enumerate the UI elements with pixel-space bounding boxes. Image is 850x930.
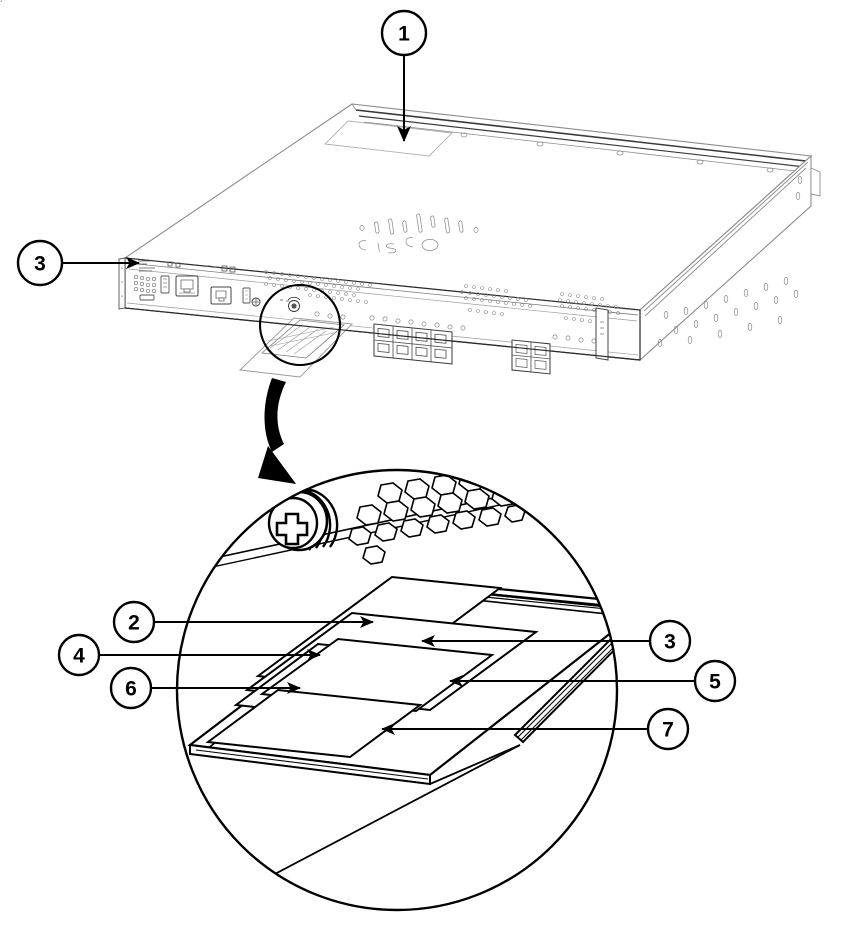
ground-lug-screws bbox=[251, 296, 301, 312]
callout-number-text: 1 bbox=[398, 23, 410, 46]
aux-port bbox=[210, 286, 232, 305]
leader-lines bbox=[62, 55, 695, 735]
callout-number-text: 7 bbox=[662, 719, 674, 742]
rack-mount-ear-right bbox=[595, 307, 609, 361]
label-lower-block bbox=[205, 688, 423, 759]
status-led-cluster bbox=[133, 274, 157, 294]
vent-grille-right bbox=[558, 292, 620, 324]
callout-1-bubble: 1 bbox=[380, 9, 428, 57]
callout-number-text: 3 bbox=[34, 253, 46, 276]
console-usb-ports bbox=[139, 275, 170, 301]
captive-thumbscrew[interactable] bbox=[267, 487, 339, 552]
top-cover-label-outline bbox=[324, 120, 453, 157]
callout-circle bbox=[648, 619, 692, 663]
chassis-top-cover bbox=[123, 103, 813, 311]
management-ethernet-port bbox=[175, 275, 199, 297]
callout-4-bubble: 4 bbox=[57, 633, 101, 677]
callout-bubbles: 1 3 2 4 6 3 5 7 bbox=[16, 9, 737, 751]
router-chassis bbox=[0, 0, 821, 378]
magnify-connector-arrow bbox=[258, 378, 296, 484]
vent-grille-left bbox=[0, 0, 372, 304]
front-panel-markings bbox=[138, 260, 236, 273]
vent-grille-center bbox=[460, 284, 532, 316]
callout-circle bbox=[380, 9, 428, 57]
sfp-module-cage-bank bbox=[373, 323, 453, 365]
callout-circle bbox=[16, 239, 64, 287]
small-connector bbox=[242, 287, 251, 304]
callout-6-bubble: 6 bbox=[109, 666, 153, 710]
callout-5-bubble: 5 bbox=[693, 659, 737, 703]
callout-7-bubble: 7 bbox=[646, 707, 690, 751]
callout-circle bbox=[112, 600, 156, 644]
sfp-cage-small bbox=[511, 339, 551, 375]
callout-circle bbox=[646, 707, 690, 751]
callout-number-text: 2 bbox=[128, 612, 140, 635]
callout-number-text: 6 bbox=[125, 678, 137, 701]
callout-circle bbox=[693, 659, 737, 703]
rack-mount-ear-left bbox=[118, 257, 126, 310]
callout-3-bubble: 3 bbox=[16, 239, 64, 287]
callout-circle bbox=[57, 633, 101, 677]
callout-number-text: 4 bbox=[73, 645, 85, 668]
callout-circle bbox=[109, 666, 153, 710]
detail-source-circle bbox=[258, 283, 342, 367]
callout-3-bubble: 3 bbox=[648, 619, 692, 663]
cisco-logo bbox=[358, 213, 479, 254]
serial-label-tab-small bbox=[239, 317, 353, 378]
callout-number-text: 5 bbox=[709, 671, 721, 694]
callout-number-text: 3 bbox=[664, 631, 676, 654]
callout-2-bubble: 2 bbox=[112, 600, 156, 644]
